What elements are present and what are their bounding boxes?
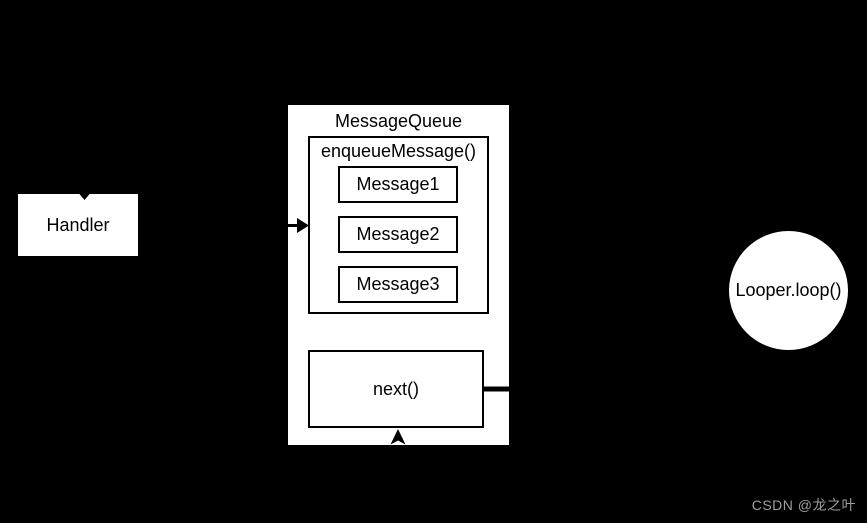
- handler-label: Handler: [46, 214, 110, 235]
- looper-label: Looper.loop(): [735, 280, 842, 300]
- message-2-node: Message2: [338, 216, 458, 253]
- handler-node: Handler: [18, 194, 138, 256]
- message-2-label: Message2: [356, 224, 440, 244]
- looper-node: Looper.loop(): [729, 231, 848, 350]
- enqueue-message-node: enqueueMessage() Message1 Message2 Messa…: [308, 136, 489, 314]
- enqueue-message-label: enqueueMessage(): [320, 141, 477, 161]
- message-3-label: Message3: [356, 274, 440, 294]
- message-1-node: Message1: [338, 166, 458, 203]
- message-1-label: Message1: [356, 174, 440, 194]
- message-queue-title: MessageQueue: [334, 111, 463, 131]
- watermark: CSDN @龙之叶: [751, 497, 856, 513]
- next-node: next(): [308, 350, 484, 428]
- next-label: next(): [372, 378, 419, 399]
- message-queue-node: MessageQueue enqueueMessage() Message1 M…: [288, 105, 509, 445]
- message-3-node: Message3: [338, 266, 458, 303]
